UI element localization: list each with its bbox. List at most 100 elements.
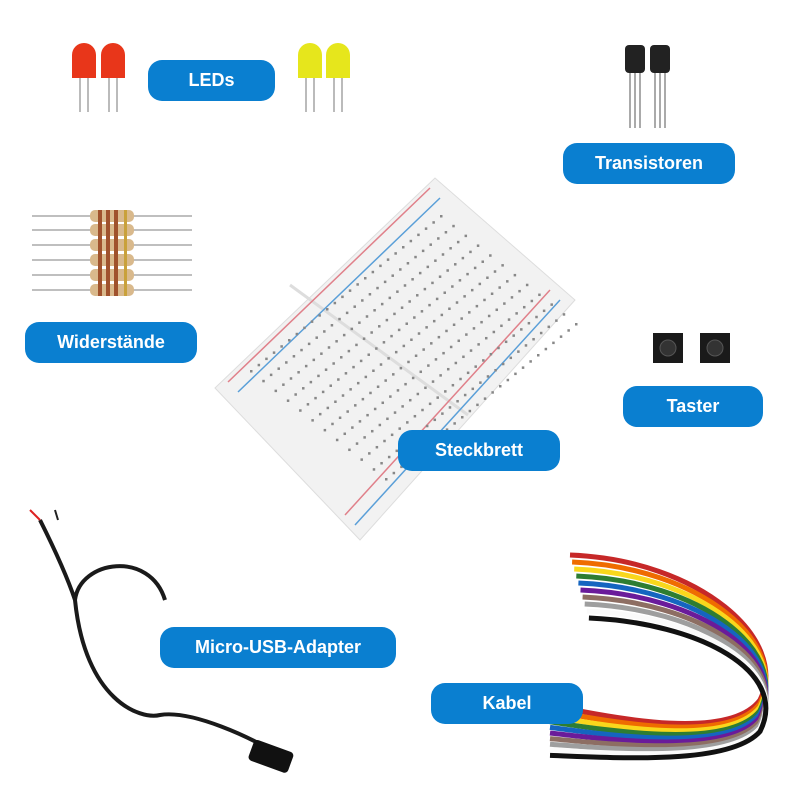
breadboard-hole (491, 391, 494, 394)
breadboard-hole (471, 387, 475, 391)
breadboard-hole (489, 254, 492, 257)
breadboard-hole (434, 358, 438, 361)
breadboard-hole (391, 274, 394, 277)
breadboard-hole (372, 468, 376, 471)
breadboard-hole (380, 461, 383, 465)
breadboard-hole (392, 373, 395, 376)
breadboard-hole (346, 410, 349, 413)
breadboard-hole (320, 352, 323, 355)
breadboard-hole (358, 321, 361, 324)
breadboard-hole (269, 373, 273, 377)
breadboard-hole (367, 353, 370, 356)
breadboard-hole (361, 397, 365, 401)
breadboard-hole (423, 287, 427, 291)
breadboard-hole (380, 302, 384, 306)
breadboard-hole (358, 420, 362, 423)
breadboard-hole (456, 399, 459, 403)
breadboard-hole (417, 332, 421, 335)
breadboard-hole (300, 348, 303, 352)
breadboard-hole (428, 303, 431, 307)
breadboard-hole (521, 366, 525, 369)
breadboard-hole (421, 249, 425, 253)
breadboard-hole (433, 418, 437, 422)
breadboard-hole (469, 250, 472, 254)
breadboard-hole (385, 318, 389, 322)
breadboard-hole (370, 429, 374, 433)
breadboard-hole (406, 421, 409, 424)
breadboard-hole (408, 398, 412, 402)
breadboard-hole (436, 396, 439, 399)
breadboard-hole (435, 297, 439, 301)
label-breadboard: Steckbrett (398, 430, 560, 471)
breadboard-hole (402, 246, 405, 249)
breadboard-hole (341, 394, 345, 397)
breadboard-hole (323, 428, 327, 432)
breadboard-hole (459, 377, 462, 381)
breadboard-hole (414, 354, 418, 358)
breadboard-hole (368, 293, 372, 296)
breadboard-hole (378, 423, 382, 427)
breadboard-hole (482, 359, 485, 362)
breadboard-hole (292, 355, 296, 358)
breadboard-hole (332, 362, 335, 365)
breadboard-hole (262, 379, 265, 383)
breadboard-hole (318, 412, 322, 416)
breadboard-hole (506, 378, 510, 382)
breadboard-hole (476, 403, 479, 407)
breadboard-hole (393, 411, 397, 414)
breadboard-hole (394, 252, 397, 255)
breadboard-hole (445, 329, 448, 333)
breadboard-hole (468, 409, 472, 413)
breadboard-hole (386, 417, 389, 421)
breadboard-hole (396, 290, 399, 293)
breadboard-hole (323, 330, 326, 333)
breadboard-hole (392, 471, 396, 475)
breadboard-hole (550, 303, 553, 306)
breadboard-hole (334, 400, 337, 403)
breadboard-hole (513, 273, 517, 277)
breadboard-hole (524, 344, 528, 347)
breadboard-hole (309, 380, 313, 384)
breadboard-hole (407, 360, 410, 364)
breadboard-hole (399, 366, 403, 370)
breadboard-hole (330, 324, 334, 327)
breadboard-hole (477, 343, 480, 346)
breadboard-hole (416, 294, 419, 297)
breadboard-hole (418, 271, 422, 275)
label-cables: Kabel (431, 683, 583, 724)
yellow-led-icons (298, 43, 350, 112)
breadboard-hole (420, 310, 424, 313)
breadboard-hole (342, 333, 346, 337)
breadboard-hole (354, 404, 357, 407)
breadboard-hole (442, 351, 445, 355)
jumper-wire (549, 615, 769, 761)
breadboard-hole (310, 320, 314, 323)
breadboard-hole (422, 348, 425, 351)
breadboard-hole (345, 311, 349, 315)
breadboard-hole (350, 327, 354, 331)
breadboard-hole (498, 286, 501, 289)
breadboard-hole (512, 334, 515, 337)
label-usb-adapter: Micro-USB-Adapter (160, 627, 396, 668)
breadboard-hole (453, 422, 456, 425)
resistor-icons (32, 210, 192, 296)
breadboard-hole (326, 308, 329, 311)
breadboard-hole (451, 285, 454, 288)
breadboard-hole (376, 286, 379, 290)
breadboard-hole (335, 438, 339, 442)
breadboard-hole (487, 314, 491, 318)
breadboard-hole (302, 387, 305, 390)
breadboard-hole (397, 328, 401, 332)
breadboard-hole (383, 439, 386, 443)
breadboard-hole (311, 419, 314, 422)
breadboard-hole (429, 243, 432, 246)
breadboard-hole (389, 395, 392, 398)
breadboard-hole (317, 374, 320, 378)
breadboard-hole (454, 361, 458, 365)
breadboard-hole (440, 215, 443, 218)
breadboard-hole (484, 336, 488, 340)
breadboard-hole (344, 372, 348, 375)
breadboard-hole (396, 389, 400, 392)
breadboard-hole (277, 367, 280, 370)
breadboard-hole (365, 315, 369, 318)
